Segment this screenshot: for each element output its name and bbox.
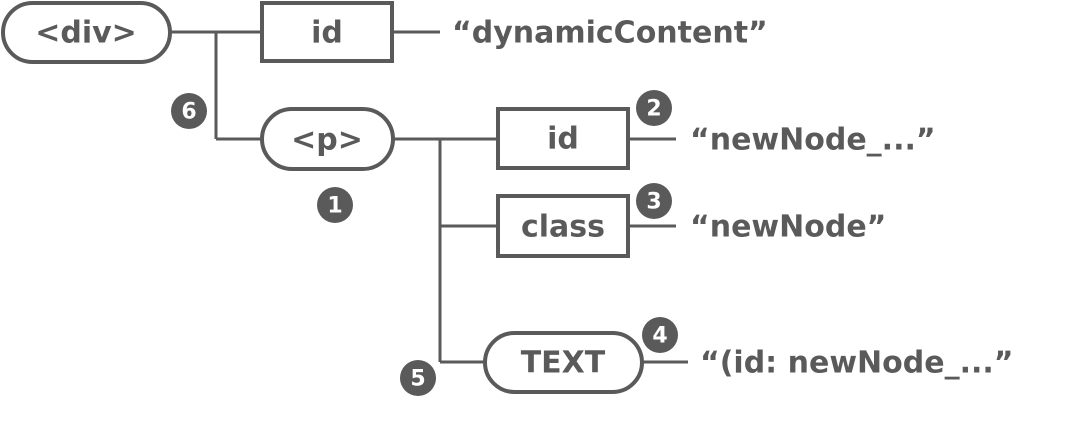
div-id-value: “dynamicContent” xyxy=(452,16,768,51)
p-class-attr-label: class xyxy=(521,210,605,245)
div-node: <div> xyxy=(1,1,172,64)
text-node: TEXT xyxy=(483,331,644,394)
badge-3-number: 3 xyxy=(646,190,661,215)
badge-4-number: 4 xyxy=(652,324,667,349)
div-node-label: <div> xyxy=(35,16,137,51)
div-id-attr-node: id xyxy=(260,1,394,63)
p-node: <p> xyxy=(260,107,395,171)
p-class-value: “newNode” xyxy=(690,210,886,245)
p-id-value: “newNode_...” xyxy=(690,123,936,158)
badge-5-number: 5 xyxy=(410,367,425,392)
badge-6: 6 xyxy=(171,93,207,129)
p-id-attr-node: id xyxy=(496,107,630,170)
text-node-value: “(id: newNode_...” xyxy=(700,346,1014,381)
div-id-attr-label: id xyxy=(311,16,343,51)
badge-2: 2 xyxy=(636,90,672,126)
p-node-label: <p> xyxy=(291,123,363,158)
badge-5: 5 xyxy=(400,360,436,396)
badge-2-number: 2 xyxy=(646,97,661,122)
p-id-attr-label: id xyxy=(547,122,579,157)
badge-3: 3 xyxy=(636,183,672,219)
p-class-attr-node: class xyxy=(496,194,630,258)
badge-6-number: 6 xyxy=(181,100,196,125)
text-node-label: TEXT xyxy=(521,346,606,381)
badge-1: 1 xyxy=(317,187,353,223)
badge-4: 4 xyxy=(642,317,678,353)
badge-1-number: 1 xyxy=(327,194,342,219)
connectors xyxy=(170,30,688,364)
